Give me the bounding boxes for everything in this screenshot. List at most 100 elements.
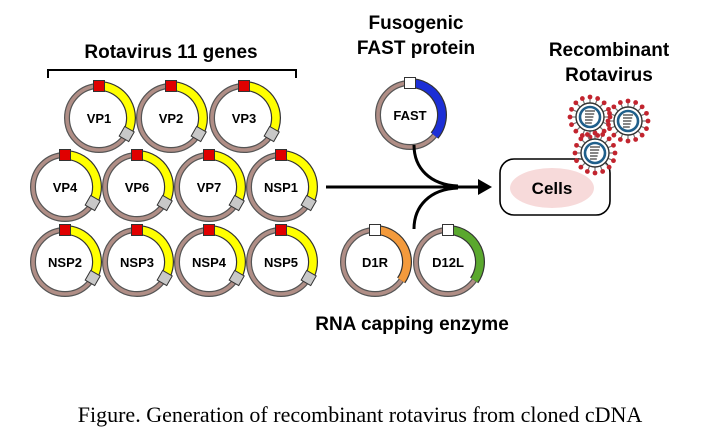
plasmid-label-nsp2: NSP2 [48, 255, 82, 270]
virion-spike-tip [578, 164, 584, 170]
virion-spike-tip [578, 136, 584, 142]
plasmid-vp6: VP6 [102, 149, 174, 222]
virion-spike-tip [574, 142, 579, 148]
recombinant-title-line1: Recombinant [549, 40, 670, 61]
virion-spike-tip [644, 126, 649, 132]
promoter-marker [238, 80, 250, 92]
plasmid-vp4: VP4 [30, 149, 102, 222]
terminator-marker [84, 269, 101, 287]
virion-spike-tip [606, 164, 612, 170]
virion-spike-tip [607, 126, 612, 132]
promoter-marker [275, 224, 287, 236]
plasmid-d1r: D1R [340, 224, 412, 297]
plasmid-label-d12l: D12L [432, 255, 464, 270]
plasmid-nsp4: NSP4 [174, 224, 246, 297]
figure-caption: Figure. Generation of recombinant rotavi… [78, 402, 643, 427]
virion-spike-tip [569, 122, 574, 128]
virion-spike-tip [639, 104, 645, 110]
insert-segment [67, 151, 101, 203]
terminator-marker [228, 269, 245, 287]
virion-spike-tip [633, 100, 639, 105]
virion-spike-tip [625, 138, 631, 144]
promoter-marker [404, 77, 416, 89]
cells-ellipse [510, 168, 594, 208]
virion-spike-tip [607, 114, 613, 120]
virion-spike-tip [644, 110, 649, 116]
virion-spike-tip [579, 96, 585, 101]
plasmid-d12l: D12L [413, 224, 485, 297]
plasmid-label-nsp4: NSP4 [192, 255, 227, 270]
terminator-marker [300, 269, 317, 287]
rotavirus-particle [567, 94, 613, 140]
insert-segment [173, 82, 207, 134]
promoter-marker [369, 224, 381, 236]
virion-spike-tip [592, 170, 598, 176]
capping-title: RNA capping enzyme [315, 314, 509, 335]
genes-bracket [47, 69, 297, 78]
plasmid-label-d1r: D1R [362, 255, 389, 270]
cells-label: Cells [532, 179, 573, 198]
virion-spike-tip [572, 150, 578, 156]
plasmid-fast: FAST [375, 77, 447, 150]
virion-spike-tip [617, 100, 623, 105]
promoter-marker [59, 224, 71, 236]
insert-segment [377, 226, 411, 283]
virion-spike-tip [611, 104, 617, 110]
plasmid-vp2: VP2 [136, 80, 208, 153]
insert-segment [139, 226, 173, 278]
plasmid-label-nsp5: NSP5 [264, 255, 298, 270]
promoter-marker [59, 149, 71, 161]
promoter-marker [93, 80, 105, 92]
virion-spike-tip [573, 100, 579, 106]
genes-title: Rotavirus 11 genes [84, 42, 257, 63]
virion-spike-tip [607, 110, 612, 116]
virion-spike-tip [606, 106, 611, 112]
virion-spike-tip [592, 130, 598, 136]
virion-spike-tip [611, 132, 617, 138]
plasmid-vp7: VP7 [174, 149, 246, 222]
virion-spike-tip [605, 118, 611, 124]
plasmid-label-vp1: VP1 [87, 111, 112, 126]
promoter-marker [442, 224, 454, 236]
virion-spike-tip [645, 118, 651, 124]
insert-segment [67, 226, 101, 278]
promoter-marker [203, 224, 215, 236]
virion-spike-tip [584, 132, 590, 137]
recombinant-title-line2: Rotavirus [565, 65, 653, 86]
plasmid-nsp1: NSP1 [246, 149, 318, 222]
rotavirus-particle [572, 130, 618, 176]
insert-segment [450, 226, 484, 283]
rotavirus-particle [605, 98, 651, 144]
plasmid-label-vp3: VP3 [232, 111, 257, 126]
promoter-marker [131, 149, 143, 161]
virion-spike-tip [606, 136, 612, 142]
insert-segment [139, 151, 173, 203]
plasmid-label-fast: FAST [393, 108, 426, 123]
virion-group [567, 94, 651, 176]
plasmid-label-vp7: VP7 [197, 180, 222, 195]
plasmid-label-nsp3: NSP3 [120, 255, 154, 270]
virion-spike-tip [587, 94, 593, 100]
plasmid-label-vp2: VP2 [159, 111, 184, 126]
virion-spike-tip [639, 132, 645, 138]
insert-segment [211, 226, 245, 278]
virion-spike-tip [633, 137, 639, 142]
plasmid-nsp5: NSP5 [246, 224, 318, 297]
promoter-marker [203, 149, 215, 161]
insert-segment [246, 82, 280, 134]
terminator-marker [190, 125, 207, 143]
capping-merge-arrow [412, 186, 459, 230]
plasmid-label-nsp1: NSP1 [264, 180, 298, 195]
virion-spike-tip [611, 142, 616, 148]
virion-spike-tip [574, 158, 579, 164]
virion-spike-tip [600, 169, 606, 174]
terminator-marker [156, 194, 173, 212]
arrow-head [478, 179, 492, 195]
virion-spike-tip [611, 158, 616, 164]
insert-segment [283, 226, 317, 278]
terminator-marker [228, 194, 245, 212]
promoter-marker [131, 224, 143, 236]
insert-segment [101, 82, 135, 134]
fast-merge-arrow [412, 144, 459, 188]
